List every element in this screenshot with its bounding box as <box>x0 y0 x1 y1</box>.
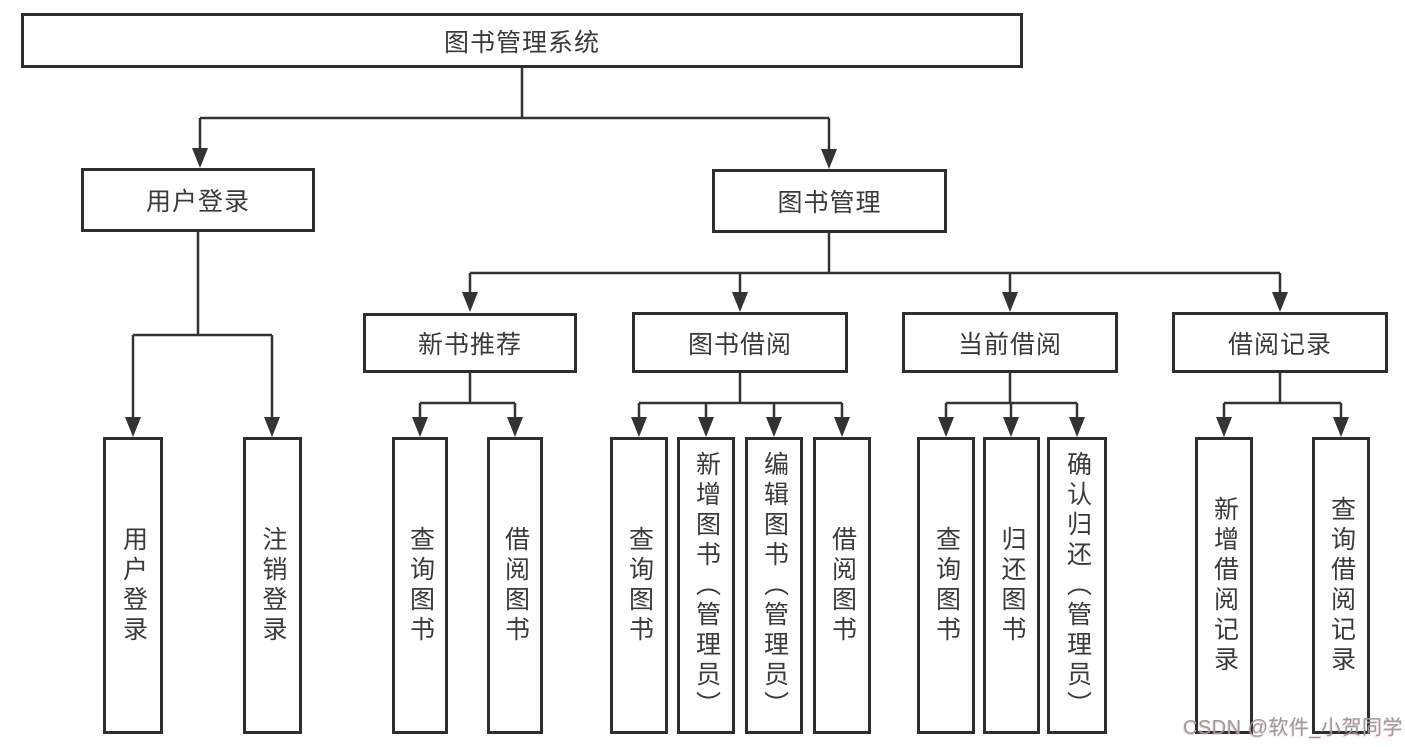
node-book-management: 图书管理 <box>712 169 947 233</box>
leaf-borrow-books-2: 借阅图书 <box>813 437 871 734</box>
leaf-add-borrow-record-label: 新增借阅记录 <box>1210 495 1239 676</box>
node-root: 图书管理系统 <box>21 13 1023 68</box>
leaf-add-borrow-record: 新增借阅记录 <box>1195 437 1253 734</box>
node-borrowing-records-label: 借阅记录 <box>1227 330 1332 359</box>
leaf-confirm-return-admin-label: 确认归还（管理员） <box>1063 450 1092 721</box>
leaf-logout-label: 注销登录 <box>259 525 287 646</box>
node-user-login-label: 用户登录 <box>145 188 250 216</box>
leaf-query-books: 查询图书 <box>392 437 448 734</box>
leaf-query-books-3: 查询图书 <box>917 437 975 734</box>
node-current-borrowing: 当前借阅 <box>902 312 1118 373</box>
arrowheads <box>125 148 1349 437</box>
csdn-watermark: CSDN @软件_小贺同学 <box>1183 717 1404 739</box>
leaf-query-borrow-record-label: 查询借阅记录 <box>1327 495 1356 676</box>
node-current-borrowing-label: 当前借阅 <box>957 330 1062 359</box>
leaf-edit-books-admin: 编辑图书（管理员） <box>745 437 803 734</box>
node-user-login: 用户登录 <box>81 168 315 232</box>
node-book-borrowing: 图书借阅 <box>632 312 848 373</box>
leaf-borrow-books: 借阅图书 <box>487 437 543 734</box>
leaf-return-books: 归还图书 <box>983 437 1040 734</box>
leaf-logout: 注销登录 <box>243 437 302 734</box>
node-root-label: 图书管理系统 <box>443 28 600 57</box>
leaf-query-books-2-label: 查询图书 <box>625 525 654 646</box>
leaf-query-books-label: 查询图书 <box>406 525 435 646</box>
leaf-return-books-label: 归还图书 <box>998 525 1026 646</box>
leaf-user-login: 用户登录 <box>103 437 163 734</box>
leaf-borrow-books-label: 借阅图书 <box>501 525 530 646</box>
leaf-query-borrow-record: 查询借阅记录 <box>1312 437 1370 734</box>
node-book-borrowing-label: 图书借阅 <box>687 330 792 359</box>
node-borrowing-records: 借阅记录 <box>1172 312 1388 373</box>
leaf-edit-books-admin-label: 编辑图书（管理员） <box>760 450 789 721</box>
leaf-query-books-2: 查询图书 <box>610 437 668 734</box>
node-new-book-recommend: 新书推荐 <box>363 313 577 373</box>
node-book-management-label: 图书管理 <box>777 189 882 217</box>
leaf-add-books-admin-label: 新增图书（管理员） <box>692 450 721 721</box>
node-new-book-recommend-label: 新书推荐 <box>417 331 522 359</box>
leaf-user-login-label: 用户登录 <box>119 525 148 646</box>
leaf-confirm-return-admin: 确认归还（管理员） <box>1047 437 1107 734</box>
leaf-query-books-3-label: 查询图书 <box>932 525 961 646</box>
leaf-borrow-books-2-label: 借阅图书 <box>828 525 857 646</box>
leaf-add-books-admin: 新增图书（管理员） <box>677 437 735 734</box>
